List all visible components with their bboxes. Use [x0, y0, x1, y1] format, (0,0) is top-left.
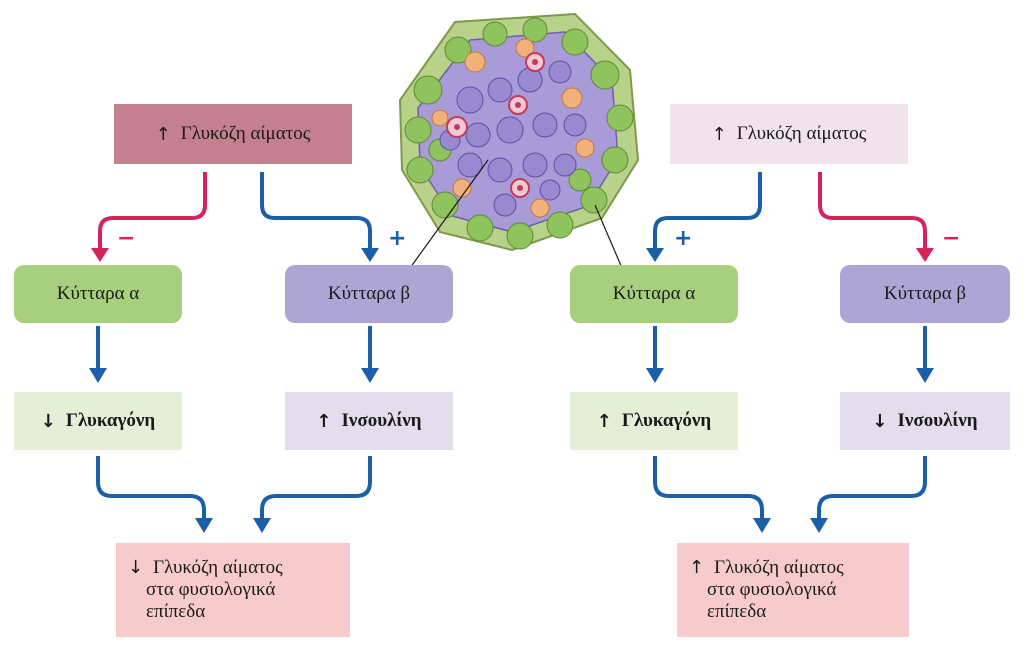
left-glucagon-label: Γλυκαγόνη — [65, 410, 156, 431]
right-result-line2: στα φυσιολογικά — [707, 579, 837, 600]
left-high-glucose-box: ↑ Γλυκόζη αίματος — [114, 104, 352, 164]
right-top-label: Γλυκόζη αίματος — [736, 123, 867, 144]
left-result-box: ↓ Γλυκόζη αίματος στα φυσιολογικά επίπεδα — [116, 543, 350, 637]
right-alpha-cell-box: Κύτταρα α — [570, 265, 738, 323]
right-insulin-box: ↓ Ινσουλίνη — [840, 392, 1010, 450]
arrow-right-insulin-to-result — [817, 456, 927, 522]
left-beta-cell-box: Κύτταρα β — [285, 265, 453, 323]
right-result-box: ↑ Γλυκόζη αίματος στα φυσιολογικά επίπεδα — [677, 543, 909, 637]
left-result-line2: στα φυσιολογικά — [146, 579, 276, 600]
right-result-line1: Γλυκόζη αίματος — [714, 557, 844, 578]
right-insulin-label: Ινσουλίνη — [897, 410, 978, 431]
arrow-right-glucagon-to-result — [653, 456, 764, 522]
right-glucagon-box: ↑ Γλυκαγόνη — [570, 392, 738, 450]
left-result-line1: Γλυκόζη αίματος — [153, 557, 283, 578]
left-glucagon-box: ↓ Γλυκαγόνη — [14, 392, 182, 450]
left-alpha-cell-label: Κύτταρα α — [56, 283, 140, 304]
left-insulin-label: Ινσουλίνη — [341, 410, 422, 431]
right-beta-cell-box: Κύτταρα β — [840, 265, 1010, 323]
islet-illustration — [398, 12, 640, 252]
left-top-label: Γλυκόζη αίματος — [180, 123, 311, 144]
right-beta-sign: − — [942, 226, 961, 251]
right-beta-cell-label: Κύτταρα β — [883, 283, 967, 304]
down-arrow-glyph: ↓ — [872, 410, 888, 432]
arrow-right-top-to-alpha — [653, 172, 762, 252]
arrow-left-top-to-alpha — [98, 172, 207, 252]
arrow-left-glucagon-to-result — [96, 456, 206, 522]
up-arrow-glyph: ↑ — [316, 410, 332, 432]
left-insulin-box: ↑ Ινσουλίνη — [285, 392, 453, 450]
up-arrow-glyph: ↑ — [596, 410, 612, 432]
down-arrow-glyph: ↓ — [40, 410, 56, 432]
pointer-line-alpha — [594, 204, 626, 276]
arrow-left-top-to-beta — [260, 172, 372, 252]
up-arrow-glyph: ↑ — [689, 557, 705, 578]
left-alpha-sign: − — [117, 226, 136, 251]
pointer-line-beta — [409, 159, 489, 269]
up-arrow-glyph: ↑ — [711, 123, 727, 145]
right-alpha-cell-label: Κύτταρα α — [612, 283, 696, 304]
arrow-right-top-to-beta — [818, 172, 927, 252]
up-arrow-glyph: ↑ — [155, 123, 171, 145]
right-low-glucose-box: ↑ Γλυκόζη αίματος — [670, 104, 908, 164]
right-alpha-sign: + — [674, 226, 693, 251]
down-arrow-glyph: ↓ — [128, 557, 144, 578]
arrow-left-insulin-to-result — [260, 456, 372, 522]
left-result-line3: επίπεδα — [146, 601, 206, 622]
left-beta-sign: + — [388, 226, 407, 251]
left-alpha-cell-box: Κύτταρα α — [14, 265, 182, 323]
left-beta-cell-label: Κύτταρα β — [327, 283, 411, 304]
right-result-line3: επίπεδα — [707, 601, 767, 622]
right-glucagon-label: Γλυκαγόνη — [621, 410, 712, 431]
